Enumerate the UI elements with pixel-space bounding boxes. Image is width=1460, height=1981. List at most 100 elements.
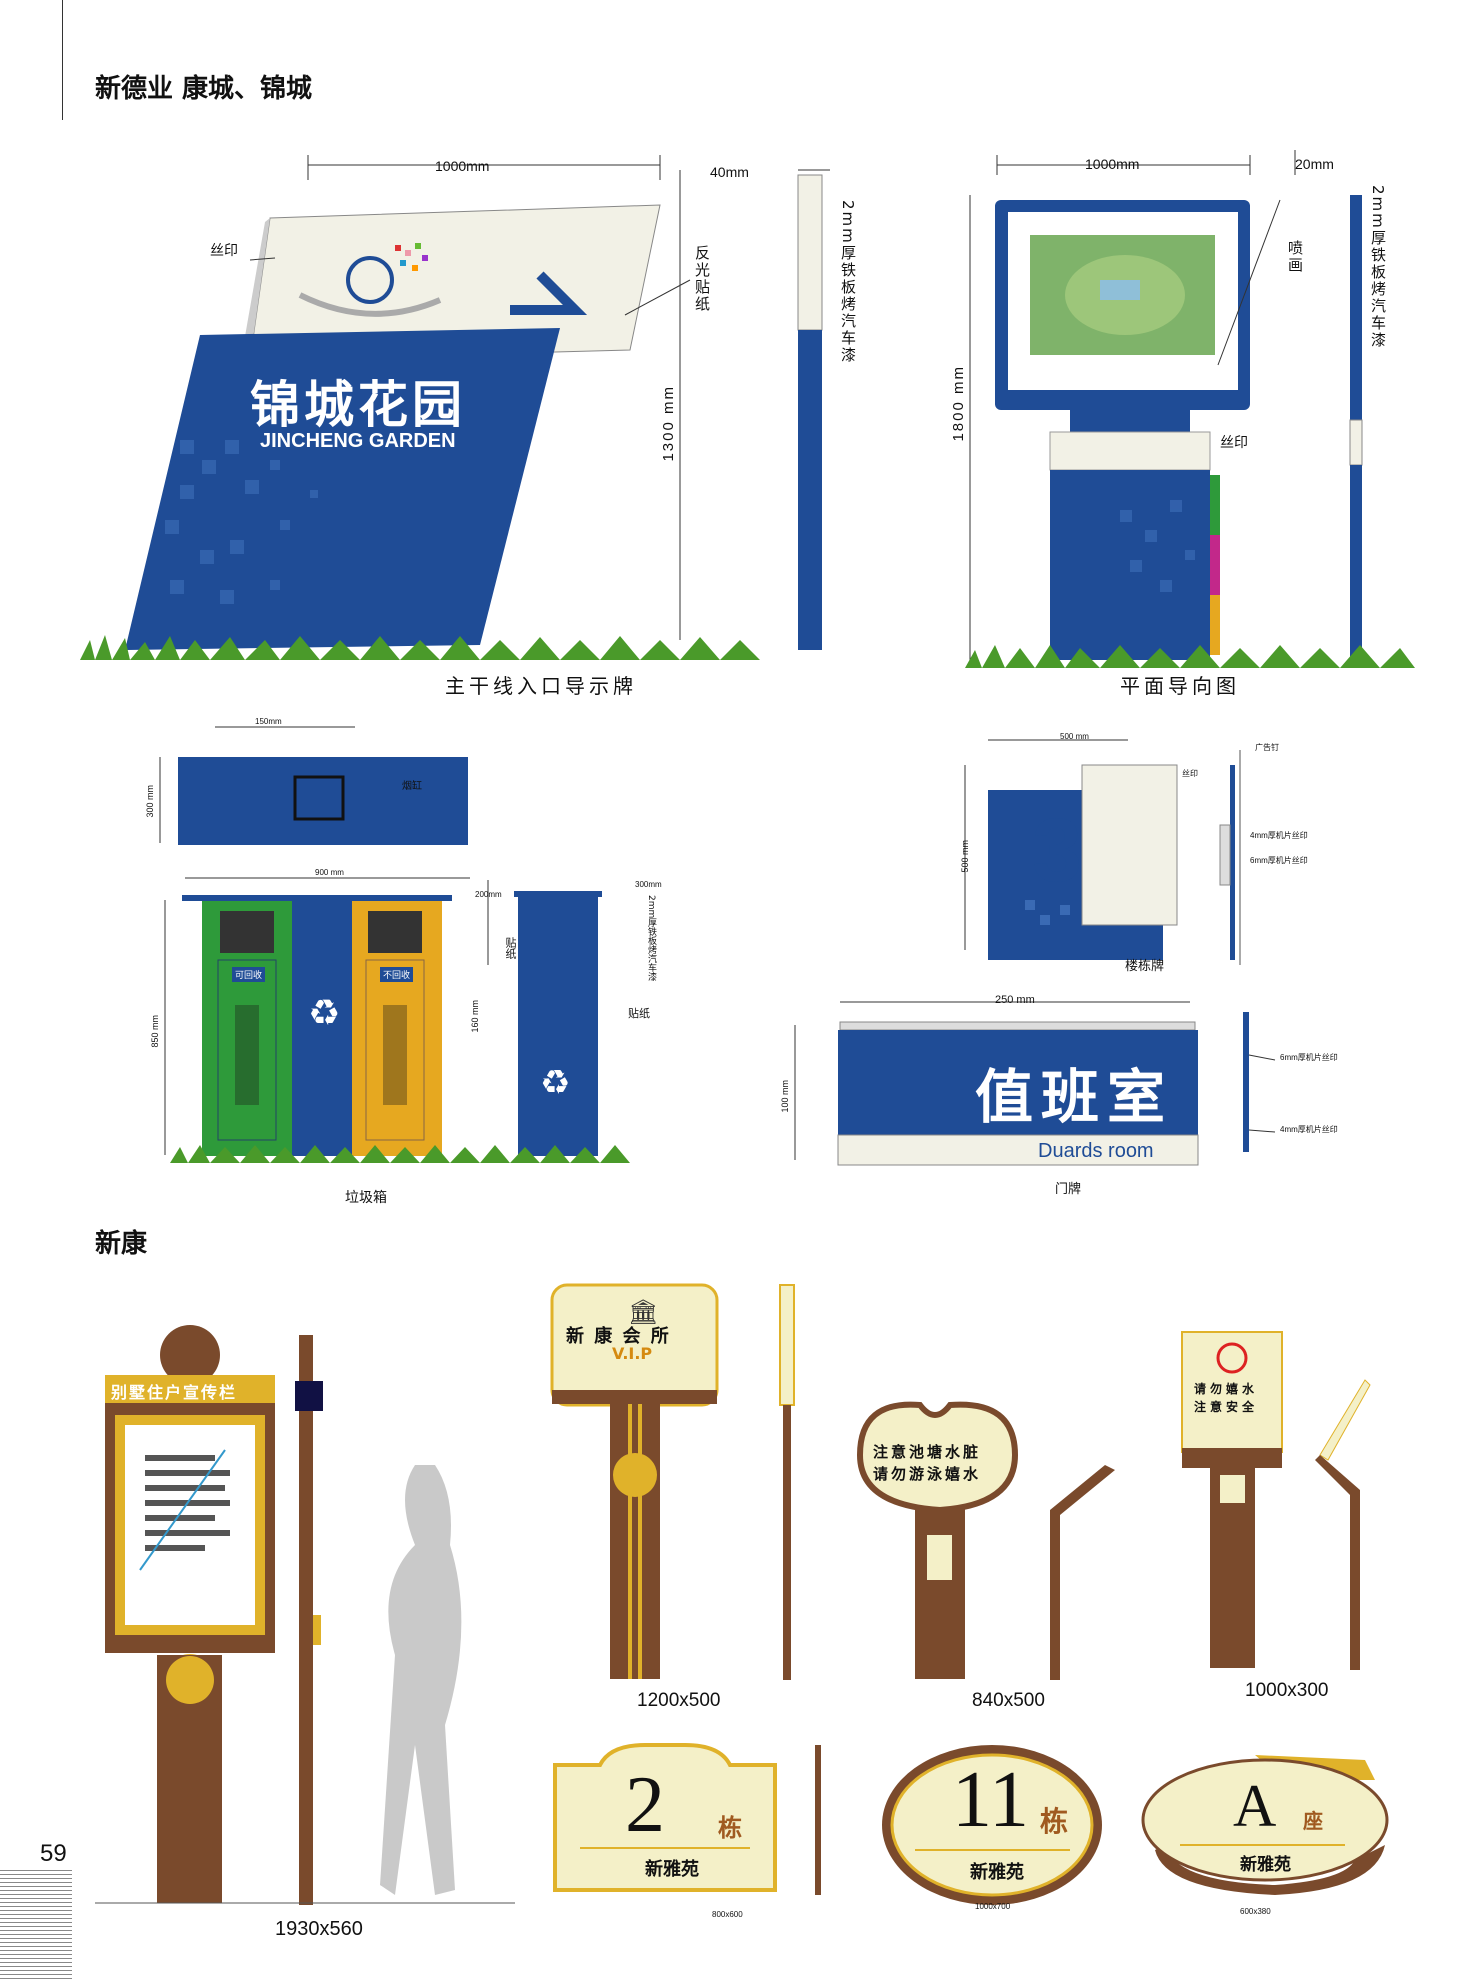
club-sign-title: 新 康 会 所 [566,1326,671,1347]
safety-sign-line1: 请勿嬉水 [1194,1382,1259,1396]
notice-board-size: 1930x560 [275,1918,363,1940]
notice-board-figure: 别墅住户宣传栏 [95,1325,515,1905]
building-sign-drawing [964,739,1241,965]
building-label-6mm: 6mm厚机片丝印 [1250,856,1308,865]
door-dim-width: 250 mm [995,994,1035,1006]
door-name-cn: 值班室 [975,1063,1174,1131]
left-margin-line [62,0,63,120]
trash-dim-top-w: 150mm [255,717,282,726]
door-name-en: Duards room [1038,1140,1154,1162]
trash-label-plate: 2mm厚铁板烤汽车漆 [646,895,656,982]
safety-sign-line2: 注意安全 [1194,1400,1259,1414]
door-label-4mm: 4mm厚机片丝印 [1280,1125,1338,1134]
entrance-sign-drawing [80,155,830,660]
trash-dim-top-h: 300 mm [145,785,155,818]
entrance-caption: 主干线入口导示牌 [445,674,637,698]
trash-non-recyclable: 不回收 [380,967,414,982]
building-number: 3 [1032,801,1083,901]
section1-title: 新德业 康城、锦城 [95,74,313,104]
trash-recyclable: 可回收 [232,967,266,982]
plate-a-size: 600x380 [1240,1907,1271,1916]
trash-dim-inner: 160 mm [470,1000,480,1033]
trash-dim-depth: 300mm [635,880,662,889]
notice-board-drawing [95,1325,515,1905]
plan-sign-figure: 1000mm 20mm 1800 mm 喷画 丝印 2mm厚铁板烤汽车漆 [950,140,1430,680]
door-label-6mm: 6mm厚机片丝印 [1280,1053,1338,1062]
plan-label-paint: 喷画 [1286,240,1304,274]
entrance-name-cn: 锦城花园 [250,376,466,434]
plan-label-silkscreen: 丝印 [1220,435,1248,451]
door-caption: 门牌 [1055,1182,1082,1197]
safety-sign-figure: 请勿嬉水 注意安全 [1180,1330,1380,1670]
entrance-label-plate: 2mm厚铁板烤汽车漆 [839,200,857,364]
door-sign-drawing [794,1001,1276,1166]
plan-label-plate: 2mm厚铁板烤汽车漆 [1369,185,1387,349]
plate-11-brand: 新雅苑 [970,1862,1024,1883]
plan-dim-height: 1800 mm [950,365,967,442]
plate-a-brand: 新雅苑 [1240,1855,1291,1875]
club-sign-vip: V.I.P [612,1344,653,1363]
building-label-4mm: 4mm厚机片丝印 [1250,831,1308,840]
trash-person-icon: ♻ [308,993,341,1034]
plan-dim-depth: 20mm [1295,156,1334,172]
pond-sign-line1: 注意池塘水脏 [873,1443,982,1461]
plan-caption: 平面导向图 [1120,674,1240,698]
plan-sign-drawing [965,150,1415,668]
trash-dim-door: 200mm [475,890,502,899]
notice-board-title: 别墅住户宣传栏 [111,1383,238,1402]
plate-a-drawing [1141,1755,1389,1895]
club-sign-figure: 🏛 新 康 会 所 V.I.P [540,1280,810,1680]
plate-2-number: 2 [625,1761,665,1849]
plate-11-number: 11 [952,1756,1030,1844]
door-sign-figure: 250 mm 100 mm 值班室 Duards room 6mm厚机片丝印 4… [780,990,1380,1190]
entrance-name-en: JINCHENG GARDEN [260,430,456,452]
svg-text:🏛: 🏛 [628,1298,658,1326]
safety-sign-size: 1000x300 [1245,1680,1329,1701]
trash-side-person-icon: ♻ [540,1063,571,1103]
plate-2-drawing [553,1743,821,1895]
trash-bin-figure: 150mm 300 mm 烟缸 900 mm 200mm 300mm 850 m… [140,715,680,1175]
plate-2-brand: 新雅苑 [645,1859,699,1880]
building-label-nail: 广告钉 [1255,743,1279,752]
entrance-dim-depth: 40mm [710,164,749,180]
plate-11-drawing [882,1745,1102,1905]
pond-sign-size: 840x500 [972,1690,1045,1711]
plan-dim-width: 1000mm [1085,156,1140,172]
door-dim-height: 100 mm [780,1080,790,1113]
trash-bin-drawing [159,726,630,1163]
trash-label-sticker: 贴纸 [504,937,517,959]
entrance-dim-height: 1300 mm [660,385,677,462]
plate-11-unit: 栋 [1040,1805,1069,1838]
entrance-label-silkscreen: 丝印 [210,243,238,259]
section2-title: 新康 [95,1229,148,1259]
building-dim-width: 500 mm [1060,732,1089,741]
plate-a-number: A [1233,1773,1277,1839]
plate-a-unit: 座 [1303,1809,1323,1833]
pond-sign-figure: 注意池塘水脏 请勿游泳嬉水 [855,1395,1135,1680]
page-number: 59 [40,1840,67,1867]
building-label-silkscreen: 丝印 [1182,769,1198,778]
entrance-dim-width: 1000mm [435,158,490,174]
plate-2-unit: 栋 [718,1814,742,1842]
plate-2-figure: 2 栋 新雅苑 [550,1740,830,1910]
club-sign-size: 1200x500 [637,1690,721,1711]
plate-2-size: 800x600 [712,1910,743,1919]
pond-sign-line2: 请勿游泳嬉水 [873,1465,982,1483]
club-sign-drawing: 🏛 [550,1283,795,1680]
plate-11-figure: 11 栋 新雅苑 [880,1740,1110,1910]
safety-sign-drawing [1181,1331,1371,1670]
entrance-label-reflective: 反光贴纸 [693,245,711,313]
building-dim-height: 500 mm [960,840,970,873]
trash-dim-width: 900 mm [315,868,344,877]
plate-11-size: 1000x700 [975,1902,1011,1911]
pond-sign-drawing [856,1401,1115,1680]
page-hatch [0,1870,72,1981]
entrance-sign-figure: 1000mm 40mm 丝印 反光贴纸 2mm厚铁板烤汽车漆 1300 mm 锦… [70,140,890,700]
trash-label-sticker2: 贴纸 [628,1007,650,1020]
trash-caption: 垃圾箱 [345,1190,387,1206]
building-sign-figure: 500 mm 500 mm 3 丝印 广告钉 4mm厚机片丝印 6mm厚机片丝印 [950,730,1370,970]
building-caption: 楼栋牌 [1125,959,1165,974]
trash-label-ashtray: 烟缸 [402,781,422,792]
plate-a-figure: A 座 新雅苑 [1135,1750,1395,1900]
trash-dim-height: 850 mm [150,1015,160,1048]
